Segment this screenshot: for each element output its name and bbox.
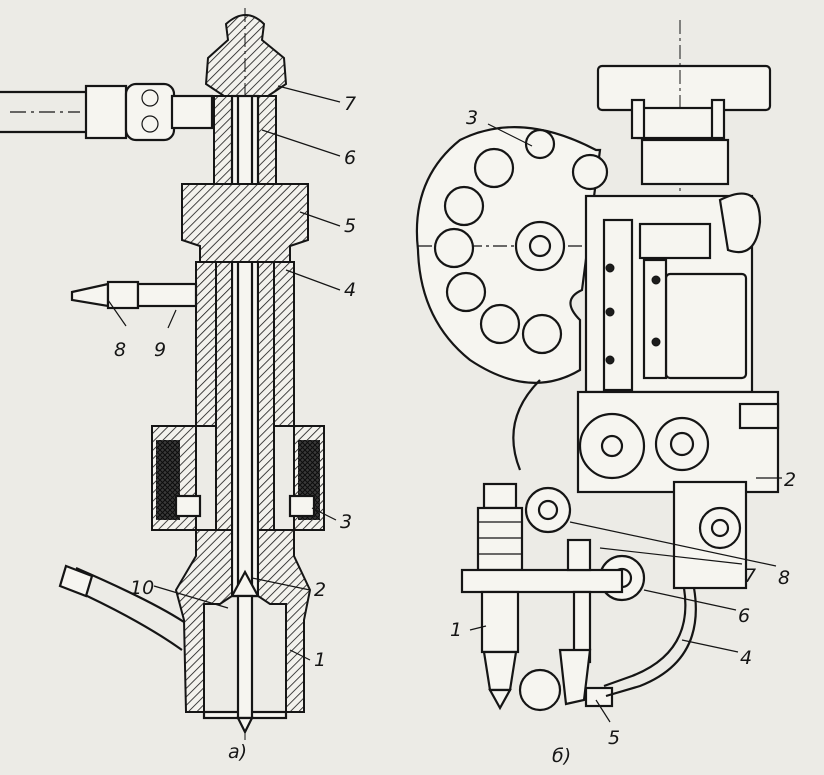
panel-a-torch-section (0, 8, 341, 740)
label-a-3: 3 (340, 511, 352, 533)
mount-block (596, 64, 772, 112)
top-cap (204, 14, 288, 97)
wire-conduit (605, 587, 697, 698)
label-b-4: 4 (740, 647, 752, 669)
label-b-7: 7 (744, 565, 756, 587)
label-b-1: 1 (450, 619, 462, 641)
body-right-wall (273, 261, 295, 427)
disc-holes (433, 128, 609, 355)
panel-b-leaders (469, 123, 782, 723)
body-left-wall (195, 261, 217, 427)
union-nut (181, 183, 309, 263)
label-a-6: 6 (344, 147, 356, 169)
panel-a-leaders (107, 85, 341, 661)
caption-b: б) (552, 745, 571, 767)
label-a-1: 1 (314, 649, 326, 671)
caption-a: а) (228, 741, 247, 763)
label-b-8: 8 (778, 567, 790, 589)
label-b-2: 2 (784, 469, 796, 491)
motor (664, 272, 748, 380)
label-a-9: 9 (154, 339, 166, 361)
label-a-8: 8 (114, 339, 126, 361)
label-b-6: 6 (738, 605, 750, 627)
feed-hose (0, 82, 214, 142)
label-a-7: 7 (344, 93, 356, 115)
label-a-4: 4 (344, 279, 356, 301)
torch-head (460, 482, 624, 711)
panel-b-assembly (415, 20, 782, 723)
label-a-2: 2 (314, 579, 326, 601)
label-b-5: 5 (608, 727, 620, 749)
clamp-roller (518, 668, 562, 712)
label-b-3: 3 (466, 107, 478, 129)
side-nipple (70, 280, 198, 310)
label-a-5: 5 (344, 215, 356, 237)
label-a-10: 10 (130, 577, 154, 599)
